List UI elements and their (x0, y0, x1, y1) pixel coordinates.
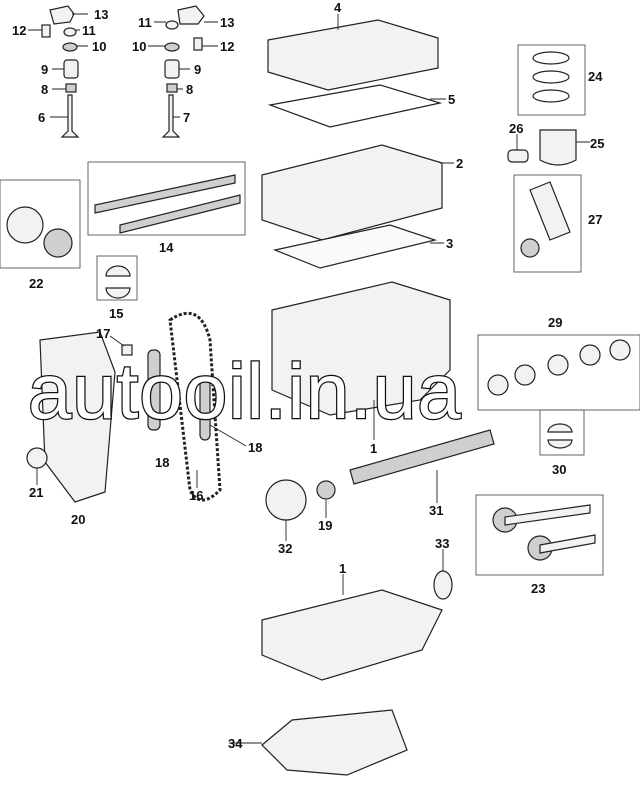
valve-train-right (161, 5, 205, 138)
callout: 4 (334, 0, 342, 15)
callout: 11 (138, 15, 152, 30)
callout: 13 (94, 7, 108, 22)
callout: 10 (132, 39, 146, 54)
piston (539, 129, 577, 166)
callout: 11 (82, 23, 96, 38)
chain-tensioner-arm (199, 379, 211, 441)
balance-shafts (492, 504, 596, 561)
callout: 14 (159, 240, 174, 255)
crankshaft (349, 429, 495, 485)
camshafts (94, 174, 241, 234)
connecting-rod (529, 181, 571, 241)
callout: 23 (531, 581, 545, 596)
callout: 20 (71, 512, 85, 527)
vvt-gear-group-box (0, 179, 81, 269)
callout: 27 (588, 212, 602, 227)
callout: 6 (38, 110, 45, 125)
callout: 21 (29, 485, 43, 500)
timing-chain (168, 311, 222, 502)
valve-train-left (41, 5, 80, 138)
cylinder-head (261, 144, 443, 241)
callout: 8 (41, 82, 48, 97)
thrust-washer-group-box (539, 409, 585, 456)
callout: 18 (248, 440, 262, 455)
callout: 1 (339, 561, 346, 576)
callout: 9 (41, 62, 48, 77)
callout: 16 (189, 488, 203, 503)
chain-guide (147, 349, 161, 431)
piston-ring-group-box (517, 44, 586, 116)
crank-pulley (265, 479, 307, 521)
crank-sprocket (316, 480, 336, 500)
engine-block (271, 281, 451, 416)
callout: 24 (588, 69, 603, 84)
main-bearings (487, 339, 631, 396)
callout: 15 (109, 306, 123, 321)
camshaft-group-box (87, 161, 246, 236)
callout: 10 (92, 39, 106, 54)
rod-bearing (520, 238, 540, 258)
watermark: autooil.in.ua (28, 347, 462, 435)
thrust-washers (547, 423, 573, 449)
callout: 30 (552, 462, 566, 477)
callout: 1 (370, 441, 377, 456)
oil-pan-lower (261, 709, 408, 776)
piston-rings (532, 51, 570, 103)
cam-sprocket (43, 228, 73, 258)
cam-bearing (105, 265, 131, 299)
leader-lines (28, 13, 590, 744)
oil-pan-upper (261, 589, 443, 681)
callout-labels: 13 12 11 10 9 8 6 11 13 10 12 9 8 7 4 5 … (12, 0, 604, 751)
callout: 12 (12, 23, 26, 38)
callout: 31 (429, 503, 443, 518)
valve-cover (267, 19, 439, 91)
callout: 22 (29, 276, 43, 291)
callout: 7 (183, 110, 190, 125)
connecting-rod-group-box (513, 174, 582, 273)
rear-main-seal (433, 570, 453, 600)
callout: 3 (446, 236, 453, 251)
callout: 2 (456, 156, 463, 171)
head-gasket (272, 224, 438, 269)
valve-cover-gasket (267, 84, 443, 128)
callout: 8 (186, 82, 193, 97)
callout: 25 (590, 136, 604, 151)
callout: 9 (194, 62, 201, 77)
vvt-gear (6, 206, 44, 244)
callout: 5 (448, 92, 455, 107)
callout: 29 (548, 315, 562, 330)
callout: 12 (220, 39, 234, 54)
callout: 26 (509, 121, 523, 136)
callout: 34 (228, 736, 243, 751)
chain-tensioner (121, 344, 133, 356)
front-seal (26, 447, 48, 469)
callout: 18 (155, 455, 169, 470)
bearing-group-box (96, 255, 138, 301)
piston-pin (507, 149, 529, 163)
callout: 33 (435, 536, 449, 551)
callout: 17 (96, 326, 110, 341)
callout: 32 (278, 541, 292, 556)
callout: 19 (318, 518, 332, 533)
balance-shaft-group-box (475, 494, 604, 576)
callout: 13 (220, 15, 234, 30)
